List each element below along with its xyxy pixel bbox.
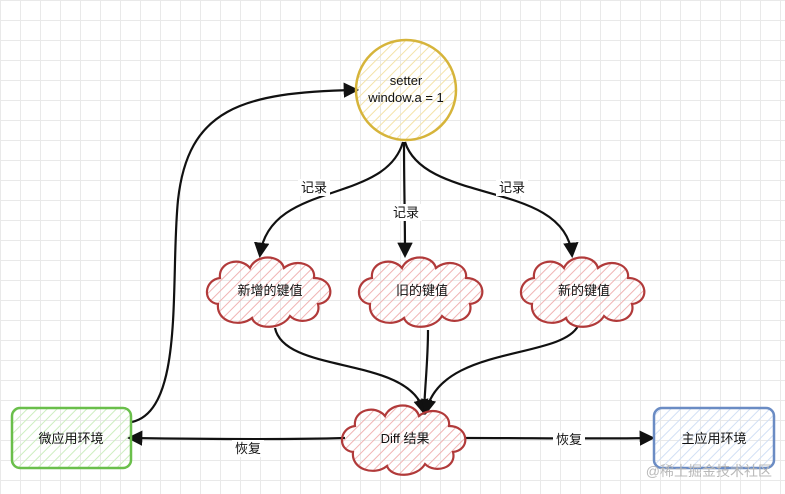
edges	[126, 82, 656, 446]
node-diff-result: Diff 结果	[340, 404, 467, 476]
micro-app-env-label: 微应用环境	[38, 431, 103, 446]
edge-diff-to-micro-env	[126, 430, 346, 446]
node-new-keys: 新增的键值	[205, 256, 332, 328]
edge-label-record-right: 记录	[499, 180, 525, 195]
setter-expression: window.a = 1	[367, 90, 444, 105]
edge-new-values-to-diff	[421, 325, 579, 416]
watermark-text: @稀土掘金技术社区	[646, 463, 772, 479]
new-keys-label: 新增的键值	[237, 283, 302, 298]
edge-label-record-left: 记录	[301, 180, 327, 195]
old-keys-label: 旧的键值	[396, 283, 448, 298]
edge-labels: 记录 记录 记录 恢复 恢复	[232, 179, 585, 457]
edge-label-restore-left: 恢复	[235, 441, 261, 456]
new-values-label: 新的键值	[558, 283, 610, 298]
node-micro-app-env: 微应用环境	[10, 406, 133, 470]
node-setter: setter window.a = 1	[354, 38, 458, 142]
edge-label-restore-right: 恢复	[556, 432, 582, 447]
node-old-keys: 旧的键值	[357, 256, 484, 328]
diff-result-label: Diff 结果	[381, 431, 430, 446]
edge-new-keys-to-diff	[273, 327, 429, 415]
node-new-values: 新的键值	[519, 256, 646, 328]
setter-label: setter	[390, 73, 423, 88]
edge-micro-env-to-setter	[131, 82, 360, 424]
edge-old-keys-to-diff	[416, 329, 433, 416]
edge-setter-to-old-keys	[397, 141, 413, 259]
edge-setter-to-new-keys	[254, 141, 405, 259]
node-main-app-env: 主应用环境	[652, 406, 776, 470]
edge-label-record-center: 记录	[393, 205, 419, 220]
edge-setter-to-new-values	[403, 141, 579, 259]
main-app-env-label: 主应用环境	[681, 431, 746, 446]
